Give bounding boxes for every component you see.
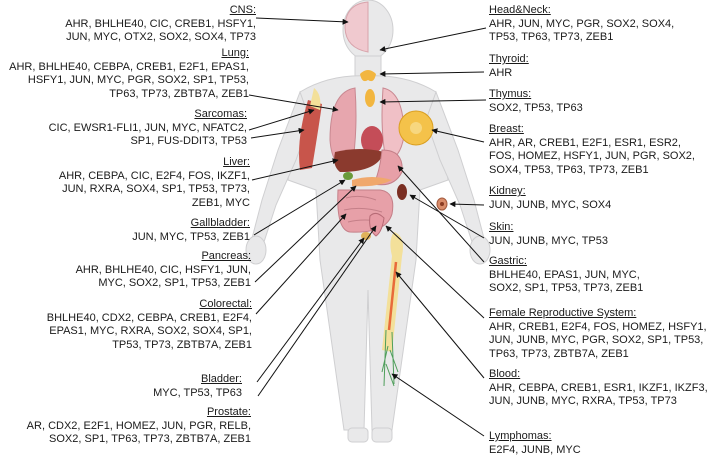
thymus-block: Thymus: SOX2, TP53, TP63 — [489, 88, 583, 115]
colorectal-block: Colorectal: BHLHE40, CDX2, CEBPA, CREB1,… — [47, 298, 252, 352]
bladder-block: Bladder: MYC, TP53, TP63 — [153, 373, 242, 400]
gastric-title: Gastric: — [489, 255, 527, 267]
thyroid-title: Thyroid: — [489, 53, 529, 65]
colorectal-genes: BHLHE40, CDX2, CEBPA, CREB1, E2F4, — [46, 311, 252, 324]
skin-block: Skin: JUN, JUNB, MYC, TP53 — [489, 221, 608, 248]
headneck-title: Head&Neck: — [489, 4, 551, 16]
bone-arm-icon — [310, 88, 321, 110]
thyroid-block: Thyroid: AHR — [489, 53, 529, 80]
lung-title: Lung: — [221, 47, 249, 59]
pancreas-block: Pancreas: AHR, BHLHE40, CIC, HSFY1, JUN,… — [76, 250, 251, 291]
gastric-genes: SOX2, SP1, TP53, TP73, ZEB1 — [489, 282, 644, 295]
female-genes: AHR, CREB1, E2F4, FOS, HOMEZ, HSFY1, — [489, 320, 707, 333]
prostate-genes: SOX2, SP1, TP63, TP73, ZBTB7A, ZEB1 — [49, 433, 251, 446]
headneck-genes: TP53, TP63, TP73, ZEB1 — [489, 31, 614, 44]
liver-genes: JUN, RXRA, SOX4, SP1, TP53, TP73, — [62, 183, 250, 196]
thymus-genes: SOX2, TP53, TP63 — [489, 101, 583, 114]
lymph-vessel-icon — [381, 329, 399, 387]
pancreas-genes: MYC, SOX2, SP1, TP53, ZEB1 — [98, 277, 251, 290]
female-genes: TP63, TP73, ZBTB7A, ZEB1 — [489, 347, 629, 360]
female-genes: JUN, JUNB, MYC, PGR, SOX2, SP1, TP53, — [489, 334, 704, 347]
skin-title: Skin: — [489, 221, 514, 233]
gallbladder-title: Gallbladder: — [190, 217, 250, 229]
lymphomas-title: Lymphomas: — [489, 430, 552, 442]
blood-genes: JUN, JUNB, MYC, RXRA, TP53, TP73 — [489, 395, 677, 408]
stomach-icon — [373, 149, 403, 186]
liver-block: Liver: AHR, CEBPA, CIC, E2F4, FOS, IKZF1… — [59, 156, 250, 210]
headneck-genes: AHR, JUN, MYC, PGR, SOX2, SOX4, — [489, 17, 675, 30]
muscle-icon — [299, 100, 322, 170]
lung-genes: HSFY1, JUN, MYC, PGR, SOX2, SP1, TP53, — [27, 74, 249, 87]
cns-genes: AHR, BHLHE40, CIC, CREB1, HSFY1, — [65, 17, 256, 30]
thyroid-genes: AHR — [489, 66, 513, 79]
brain-icon — [344, 1, 369, 53]
female-block: Female Reproductive System: AHR, CREB1, … — [489, 307, 707, 361]
breast-genes: AHR, AR, CREB1, E2F1, ESR1, ESR2, — [489, 136, 681, 149]
thymus-icon — [365, 89, 375, 107]
connector-lines — [248, 17, 487, 437]
liver-genes: ZEB1, MYC — [191, 196, 250, 209]
breast-genes: SOX4, TP53, TP63, TP73, ZEB1 — [489, 163, 649, 176]
blood-block: Blood: AHR, CEBPA, CREB1, ESR1, IKZF1, I… — [489, 368, 708, 409]
cns-block: CNS: AHR, BHLHE40, CIC, CREB1, HSFY1, JU… — [65, 4, 256, 45]
gallbladder-block: Gallbladder: JUN, MYC, TP53, ZEB1 — [132, 217, 250, 244]
gallbladder-genes: JUN, MYC, TP53, ZEB1 — [132, 230, 250, 243]
colorectal-genes: TP53, TP73, ZBTB7A, ZEB1 — [112, 338, 252, 351]
kidney-icon — [397, 184, 407, 200]
gastric-genes: BHLHE40, EPAS1, JUN, MYC, — [489, 268, 640, 281]
bladder-title: Bladder: — [201, 373, 242, 385]
female-title: Female Reproductive System: — [489, 307, 637, 319]
cns-title: CNS: — [229, 4, 256, 16]
kidney-title: Kidney: — [489, 185, 526, 197]
sarcomas-block: Sarcomas: CIC, EWSR1-FLI1, JUN, MYC, NFA… — [49, 108, 247, 149]
pancreas-title: Pancreas: — [201, 250, 251, 262]
prostate-genes: AR, CDX2, E2F1, HOMEZ, JUN, PGR, RELB, — [26, 419, 251, 432]
prostate-block: Prostate: AR, CDX2, E2F1, HOMEZ, JUN, PG… — [27, 406, 251, 447]
prostate-title: Prostate: — [206, 406, 251, 418]
colorectal-title: Colorectal: — [199, 298, 252, 310]
gastric-block: Gastric: BHLHE40, EPAS1, JUN, MYC, SOX2,… — [489, 255, 643, 296]
heart-icon — [361, 126, 383, 154]
thymus-title: Thymus: — [489, 88, 532, 100]
blood-genes: AHR, CEBPA, CREB1, ESR1, IKZF1, IKZF3, — [489, 381, 708, 394]
lung-genes: AHR, BHLHE40, CEBPA, CREB1, E2F1, EPAS1, — [9, 60, 249, 73]
breast-block: Breast: AHR, AR, CREB1, E2F1, ESR1, ESR2… — [489, 123, 695, 177]
pancreas-genes: AHR, BHLHE40, CIC, HSFY1, JUN, — [75, 263, 251, 276]
sarcomas-title: Sarcomas: — [194, 108, 247, 120]
pancreas-icon — [352, 177, 392, 187]
lung-genes: TP63, TP73, ZBTB7A, ZEB1 — [109, 87, 249, 100]
liver-genes: AHR, CEBPA, CIC, E2F4, FOS, IKZF1, — [58, 169, 250, 182]
liver-title: Liver: — [223, 156, 250, 168]
breast-title: Breast: — [489, 123, 524, 135]
sarcomas-genes: SP1, FUS-DDIT3, TP53 — [130, 135, 247, 148]
gallbladder-icon — [343, 172, 353, 180]
liver-icon — [334, 149, 384, 172]
bladder-genes: MYC, TP53, TP63 — [153, 386, 242, 399]
headneck-block: Head&Neck: AHR, JUN, MYC, PGR, SOX2, SOX… — [489, 4, 674, 45]
body-silhouette — [245, 0, 491, 443]
sarcomas-genes: CIC, EWSR1-FLI1, JUN, MYC, NFATC2, — [48, 121, 247, 134]
thyroid-icon — [360, 70, 376, 82]
blood-title: Blood: — [489, 368, 521, 380]
lymphomas-block: Lymphomas: E2F4, JUNB, MYC — [489, 430, 581, 457]
colorectal-genes: EPAS1, MYC, RXRA, SOX2, SOX4, SP1, — [49, 325, 252, 338]
lung-block: Lung: AHR, BHLHE40, CEBPA, CREB1, E2F1, … — [9, 47, 249, 101]
lymphomas-genes: E2F4, JUNB, MYC — [489, 443, 581, 456]
kidney-genes: JUN, JUNB, MYC, SOX4 — [489, 198, 612, 211]
skin-genes: JUN, JUNB, MYC, TP53 — [489, 234, 608, 247]
cns-genes: JUN, MYC, OTX2, SOX2, SOX4, TP73 — [66, 31, 256, 44]
kidney-block: Kidney: JUN, JUNB, MYC, SOX4 — [489, 185, 611, 212]
breast-genes: FOS, HOMEZ, HSFY1, JUN, PGR, SOX2, — [489, 150, 695, 163]
